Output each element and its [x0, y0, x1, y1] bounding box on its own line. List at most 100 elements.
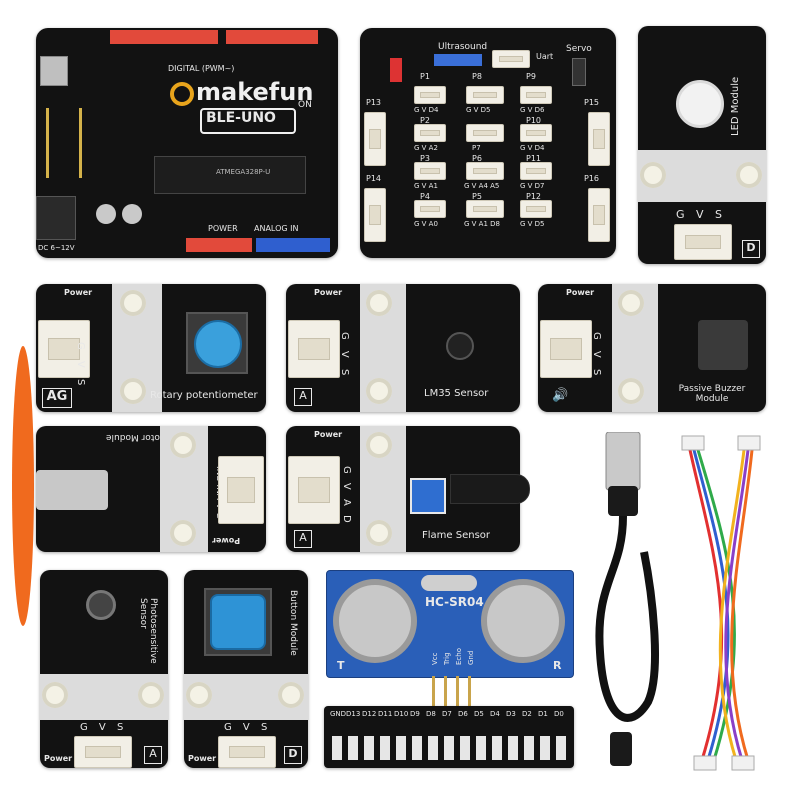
wifi-antenna-icon: [46, 108, 82, 178]
jumper-connector: [681, 435, 705, 451]
port-p11-pins: G V D7: [520, 182, 545, 190]
mount-hole: [366, 290, 392, 316]
fan-blade: [12, 346, 34, 626]
passive-buzzer-module: Power G V S Passive Buzzer Module 🔊: [538, 284, 766, 412]
photo-name: Photosensitive Sensor: [138, 598, 158, 664]
header-label: D3: [506, 710, 516, 718]
rotary-potentiometer-module: Power G V S Rotary potentiometer AG: [36, 284, 266, 412]
button-module: Button Module G V S Power D: [184, 570, 308, 768]
header-label: D2: [522, 710, 532, 718]
buzzer-icon: [698, 320, 748, 370]
capacitor-1: [96, 204, 116, 224]
rotary-connector: [38, 320, 90, 378]
button-cap-icon[interactable]: [210, 594, 266, 650]
motor-name: Motor Module: [106, 432, 168, 442]
mount-hole: [618, 290, 644, 316]
lm35-sensor-module: Power G V S LM35 Sensor A: [286, 284, 520, 412]
ultrasound-header: [434, 54, 482, 66]
usb-a-plug: [605, 432, 641, 491]
port-p6-label: P6: [472, 154, 482, 163]
port-connector: [414, 86, 446, 104]
port-connector: [466, 200, 504, 218]
mount-hole: [170, 520, 196, 546]
port-p2-pins: G V A2: [414, 144, 438, 152]
jumper-connector: [737, 435, 761, 451]
analog-header-label: ANALOG IN: [254, 224, 299, 233]
jumper-wire: [730, 449, 754, 761]
jumper-wire-bundle: [681, 435, 761, 771]
port-p9-pins: G V D6: [520, 106, 545, 114]
mount-hole: [366, 378, 392, 404]
port-connector: [520, 162, 552, 180]
lm35-connector: [288, 320, 340, 378]
ultrasonic-pin: [444, 676, 447, 708]
motor-power-label: Power: [212, 536, 241, 545]
mount-hole: [736, 162, 762, 188]
trimmer-knob-icon[interactable]: [410, 478, 446, 514]
buzzer-connector: [540, 320, 592, 378]
pin-gnd-label: Gnd: [467, 650, 475, 665]
port-connector: [466, 124, 504, 142]
photo-badge: A: [144, 746, 162, 764]
port-p9-label: P9: [526, 72, 536, 81]
flame-sensor-module: Power G V A D Flame Sensor A: [286, 426, 530, 552]
port-p6-pins: G V A4 A5: [464, 182, 500, 190]
mount-hole: [170, 432, 196, 458]
pot-knob-icon[interactable]: [194, 320, 242, 368]
lm35-pins: G V S: [339, 332, 350, 380]
port-connector: [414, 124, 446, 142]
usb-cable-wire: [595, 515, 659, 722]
port-connector: [414, 200, 446, 218]
lm35-badge: A: [294, 388, 312, 406]
side-connector-p16: [588, 188, 610, 242]
ultrasonic-sensor: HC-SR04 T R Vcc Trig Echo Gnd: [326, 570, 574, 678]
rotary-name: Rotary potentiometer: [150, 390, 258, 401]
servo-header: [572, 58, 586, 86]
jumper-wire: [696, 449, 736, 761]
servo-label: Servo: [566, 44, 592, 54]
capacitor-2: [122, 204, 142, 224]
motor-module: Motor Module INB INA V G Power: [36, 426, 266, 552]
transmitter-icon: [333, 579, 417, 663]
port-connector: [520, 200, 552, 218]
model-badge: [200, 108, 296, 134]
port-p5-label: P5: [472, 192, 482, 201]
header-breakout-board: GND D13 D12 D11 D10 D9 D8 D7 D6 D5 D4 D3…: [324, 706, 574, 768]
button-power-label: Power: [188, 754, 217, 763]
header-label: D1: [538, 710, 548, 718]
port-p10-label: P10: [526, 116, 542, 125]
usb-plug-housing: [608, 486, 638, 516]
mount-hole: [42, 682, 68, 708]
micro-usb-plug: [610, 732, 632, 766]
receiver-icon: [481, 579, 565, 663]
pad-row: [332, 736, 568, 760]
ultrasonic-pin: [456, 676, 459, 708]
pin-trig-label: Trig: [443, 652, 451, 665]
port-grid: P1 P8 P9 G V D4 G V D5 G V D6 P2 P7 P10 …: [414, 72, 564, 246]
header-label: D13: [346, 710, 361, 718]
mount-hole: [618, 378, 644, 404]
rotary-pins: G V S: [75, 342, 86, 390]
motor-connector: [218, 456, 264, 524]
port-p2-label: P2: [420, 116, 430, 125]
photoresistor-icon: [86, 590, 116, 620]
ultrasound-label: Ultrasound: [438, 42, 488, 52]
sensor-shield: Ultrasound Uart Servo P1 P8 P9 G V D4 G …: [360, 28, 616, 258]
header-label: D0: [554, 710, 564, 718]
mount-hole: [138, 682, 164, 708]
port-p12-pins: G V D5: [520, 220, 545, 228]
button-connector: [218, 736, 276, 768]
power-header-label: POWER: [208, 224, 238, 233]
side-connector-p14: [364, 188, 386, 242]
crystal-oscillator: [421, 575, 477, 591]
jumper-connector: [693, 755, 717, 771]
port-p7-label: P7: [472, 144, 481, 152]
side-connector-p13: [364, 112, 386, 166]
mount-hole: [640, 162, 666, 188]
mount-hole: [366, 520, 392, 546]
usb-cable: [595, 432, 659, 766]
buzzer-name: Passive Buzzer Module: [678, 384, 746, 404]
port-p8-label: P8: [472, 72, 482, 81]
brand-name: makefun: [196, 78, 314, 106]
flame-power-label: Power: [314, 430, 343, 439]
